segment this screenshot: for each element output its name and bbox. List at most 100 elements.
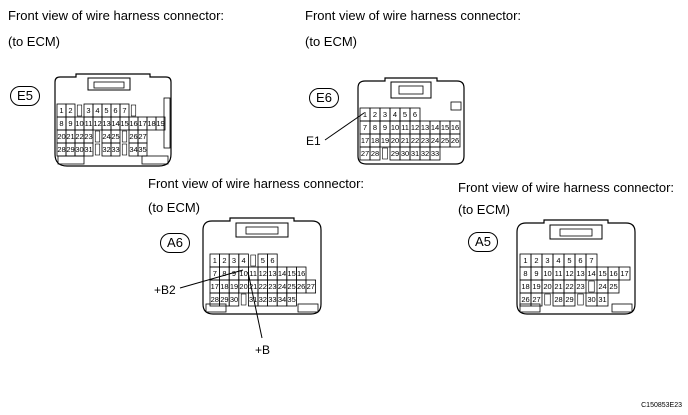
pin-number: 22 [565, 282, 573, 291]
pin-number: 2 [534, 256, 538, 265]
pin-cell [574, 279, 587, 294]
pin-number: 9 [534, 269, 538, 278]
pin-number: 18 [521, 282, 529, 291]
pin-number: 20 [391, 136, 399, 145]
pin-number: 19 [156, 119, 164, 128]
pin-number: 23 [84, 132, 92, 141]
pin-number: 9 [232, 269, 236, 278]
pin-number: 27 [532, 295, 540, 304]
blank-cavity [76, 104, 83, 117]
pin-number: 29 [66, 145, 74, 154]
pin-number: 32 [421, 149, 429, 158]
pin-number: 21 [249, 282, 257, 291]
e5-connector-badge: E5 [10, 86, 40, 106]
e5-subcaption: (to ECM) [8, 34, 60, 49]
pin-cell [228, 292, 240, 307]
image-code: C150853E23 [641, 402, 682, 409]
pin-number: 5 [261, 256, 265, 265]
pin-cell [563, 292, 576, 307]
pin-number: 17 [211, 282, 219, 291]
pin-number: 32 [259, 295, 267, 304]
b2-label: +B2 [154, 283, 176, 297]
pin-number: 29 [391, 149, 399, 158]
blank-cavity [94, 130, 101, 143]
blank-cavity [250, 254, 256, 267]
pin-cell [618, 266, 631, 281]
pin-cell [83, 142, 94, 157]
pin-number: 11 [249, 269, 257, 278]
pin-number: 23 [421, 136, 429, 145]
pin-number: 8 [523, 269, 527, 278]
pin-number: 35 [287, 295, 295, 304]
blank-cavity [577, 293, 584, 306]
pin-number: 25 [441, 136, 449, 145]
pin-number: 24 [278, 282, 286, 291]
pin-number: 18 [371, 136, 379, 145]
pin-number: 34 [129, 145, 137, 154]
pin-number: 20 [543, 282, 551, 291]
a6-subcaption: (to ECM) [148, 200, 200, 215]
pin-cell [607, 279, 620, 294]
blank-cavity [240, 293, 247, 306]
pin-number: 4 [242, 256, 246, 265]
pin-number: 1 [213, 256, 217, 265]
pin-number: 6 [270, 256, 274, 265]
pin-number: 28 [211, 295, 219, 304]
pin-number: 27 [361, 149, 369, 158]
pin-number: 1 [523, 256, 527, 265]
pin-number: 17 [620, 269, 628, 278]
pin-number: 4 [556, 256, 560, 265]
pin-number: 27 [307, 282, 315, 291]
pin-number: 21 [554, 282, 562, 291]
pin-number: 28 [57, 145, 65, 154]
blank-cavity [544, 293, 551, 306]
pin-number: 3 [383, 110, 387, 119]
pin-number: 2 [68, 106, 72, 115]
blank-cavity [121, 143, 128, 156]
pin-number: 26 [521, 295, 529, 304]
pin-number: 3 [86, 106, 90, 115]
pin-number: 23 [268, 282, 276, 291]
pin-number: 7 [589, 256, 593, 265]
pin-number: 33 [111, 145, 119, 154]
pin-number: 9 [383, 123, 387, 132]
pin-number: 16 [609, 269, 617, 278]
b-leader [247, 271, 263, 339]
pin-number: 8 [59, 119, 63, 128]
pin-number: 17 [138, 119, 146, 128]
pin-number: 15 [441, 123, 449, 132]
blank-cavity [94, 143, 101, 156]
pin-number: 1 [59, 106, 63, 115]
pin-number: 6 [413, 110, 417, 119]
e1-leader [324, 112, 365, 141]
pin-number: 35 [138, 145, 146, 154]
pin-number: 11 [555, 269, 563, 278]
pin-number: 31 [249, 295, 257, 304]
pin-number: 16 [451, 123, 459, 132]
pin-cell [305, 279, 317, 294]
a6-connector-badge: A6 [160, 233, 190, 253]
pin-number: 28 [554, 295, 562, 304]
pin-number: 27 [138, 132, 146, 141]
pin-number: 13 [102, 119, 110, 128]
pin-number: 10 [75, 119, 83, 128]
pin-number: 19 [381, 136, 389, 145]
pin-number: 13 [576, 269, 584, 278]
pin-number: 3 [232, 256, 236, 265]
pin-number: 19 [230, 282, 238, 291]
pin-number: 28 [371, 149, 379, 158]
pin-cell [429, 146, 441, 161]
pin-number: 24 [102, 132, 110, 141]
pin-cell [155, 116, 166, 131]
pin-number: 6 [578, 256, 582, 265]
blank-cavity [382, 147, 388, 160]
pin-number: 20 [57, 132, 65, 141]
pin-number: 5 [567, 256, 571, 265]
pin-number: 14 [431, 123, 439, 132]
pin-cell [449, 133, 461, 148]
pin-number: 4 [95, 106, 99, 115]
